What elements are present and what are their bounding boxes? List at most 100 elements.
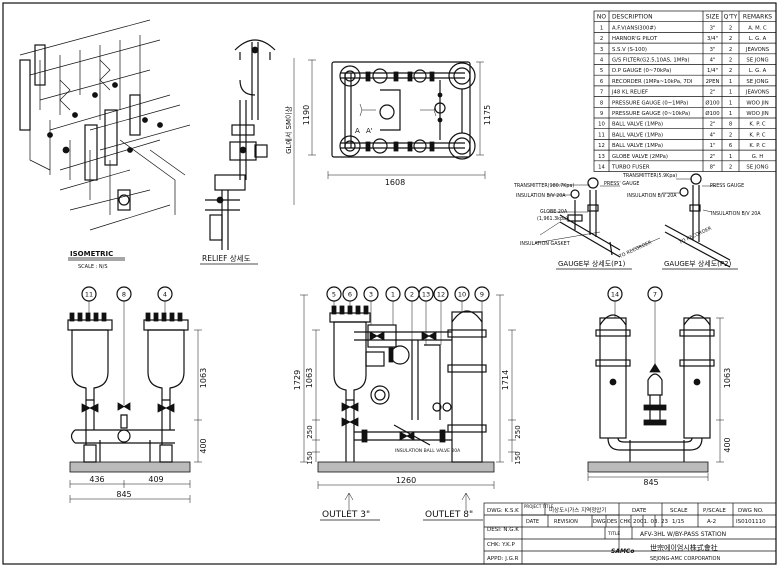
section-a-left: A	[355, 127, 360, 135]
balloon-label: 1	[391, 290, 395, 298]
bom-cell: 2"	[710, 154, 716, 160]
balloon-label: 9	[480, 290, 484, 298]
plan-width-dim: 1608	[385, 178, 405, 187]
balloon-label: 12	[437, 290, 445, 298]
pscale-header: P/SCALE	[703, 508, 726, 514]
bom-cell: J48 KL RELIEF	[611, 90, 648, 96]
bom-cell: 2PEN	[706, 79, 720, 85]
balloon-label: 7	[653, 290, 657, 298]
balloon-label: 6	[348, 290, 352, 298]
pscale-value: A-2	[707, 519, 716, 525]
left-dim-w2: 409	[148, 475, 163, 484]
chk-by: CHK: Y.K.P	[487, 542, 516, 548]
press-gauge-p1: PRESS' GAUGE	[604, 181, 639, 187]
center-dim-h2: 250	[306, 425, 314, 438]
gauge-p2-title: GAUGE부 상세도(P2)	[664, 259, 732, 268]
bom-cell: WOO JIN	[746, 111, 768, 117]
bom-cell: 8"	[710, 165, 716, 171]
title-block: DWG: K.S.K DESI: N.G.K CHK: Y.K.P APPD: …	[483, 502, 777, 565]
left-elevation-view: 436 409 845 1063 400	[67, 300, 208, 503]
section-a-right: A'	[366, 127, 373, 135]
transmitter-p1: TRANSMITTER(980.7Kpa)	[513, 183, 574, 189]
left-dim-h2: 400	[199, 438, 208, 453]
bom-cell: 8	[729, 122, 733, 128]
gauge-p1-title: GAUGE부 상세도(P1)	[558, 259, 626, 268]
bom-cell: BALL VALVE (1MPa)	[612, 122, 663, 128]
bom-header-cell: NO	[597, 14, 606, 21]
rev-date-header: DATE	[526, 519, 539, 525]
relief-detail-view: RELIEF 상세도	[200, 39, 276, 265]
bom-cell: 4"	[710, 132, 716, 138]
plan-view: 1608 1190 1175 GL에서 SM이상 A A'	[284, 58, 492, 205]
bom-cell: PRESSURE GAUGE (0~10kPa)	[612, 111, 690, 117]
company-name: 世宗에이엄시株式會社	[650, 543, 718, 552]
bom-cell: 10	[598, 122, 605, 128]
scale-header: SCALE	[670, 508, 688, 514]
insulation-gasket: INSULATION GASKET	[520, 241, 570, 247]
dwgno-header: DWG NO.	[738, 508, 764, 514]
bom-cell: 2	[729, 25, 732, 31]
company-logo: SAMCo	[611, 548, 634, 555]
balloon-circle	[433, 286, 449, 302]
balloon-circle	[385, 286, 401, 302]
bom-cell: 2"	[710, 122, 716, 128]
bom-cell: 3	[600, 47, 603, 53]
balloon-label: 14	[611, 290, 619, 298]
center-elevation-view: 1260 1729 1063 250 150 1714 250 150 INSU…	[293, 294, 522, 521]
bom-cell: S.S.V (S-100)	[612, 47, 647, 53]
bom-cell: 4"	[710, 58, 716, 64]
bom-header-cell: SIZE	[706, 14, 720, 21]
center-dim-h-right: 1714	[501, 370, 510, 390]
project-title: 미상도시가스 지역정압기	[549, 506, 606, 514]
left-dim-h1: 1063	[199, 368, 208, 388]
bom-cell: 2	[729, 68, 732, 74]
balloon-circle	[607, 286, 623, 302]
bom-cell: 3"	[710, 47, 716, 53]
isometric-view: ISOMETRIC SCALE : N/S	[19, 19, 191, 270]
isometric-scale: SCALE : N/S	[78, 264, 108, 270]
bom-cell: 9	[600, 111, 603, 117]
balloon-label: 3	[369, 290, 373, 298]
bom-cell: BALL VALVE (1MPa)	[612, 132, 663, 138]
bom-cell: 1	[729, 111, 732, 117]
balloon-label: 2	[410, 290, 414, 298]
bom-cell: TURBO FUSER	[611, 165, 650, 171]
balloon-circle	[116, 286, 132, 302]
balloon-circle	[342, 286, 358, 302]
bom-cell: Ø100	[705, 110, 720, 117]
space-label: GL에서 SM이상	[284, 106, 293, 154]
bom-cell: 2	[729, 36, 732, 42]
outlet-right-label: OUTLET 8"	[425, 510, 473, 520]
bom-header-cell: REMARKS	[743, 14, 772, 21]
bom-cell: 8	[600, 100, 604, 106]
balloon-circle	[454, 286, 470, 302]
bom-cell: Ø100	[705, 99, 720, 106]
bom-cell: 7	[600, 90, 603, 96]
bom-cell: JEAVONS	[745, 47, 770, 53]
drawing-title: AFV-3HL W/BY-PASS STATION	[640, 531, 726, 538]
dwgno-value: IS0101110	[736, 519, 766, 525]
relief-title: RELIEF 상세도	[202, 253, 251, 263]
bom-cell: 2	[600, 36, 603, 42]
bom-cell: 11	[598, 132, 605, 138]
bom-cell: 1	[729, 154, 732, 160]
desi-by: DESI: N.G.K	[487, 527, 519, 533]
bom-cell: 14	[598, 165, 605, 171]
balloon-circle	[363, 286, 379, 302]
bom-cell: 1/4"	[707, 68, 718, 74]
bom-cell: G/S FILTER(G2.5,10AS, 1MPa)	[612, 58, 690, 64]
left-dim-total: 845	[116, 490, 131, 499]
bom-cell: D.P GAUGE (0~70kPa)	[612, 68, 671, 74]
bom-cell: 6	[600, 79, 604, 85]
center-dim-h1: 1063	[305, 368, 314, 388]
bom-cell: 2	[729, 58, 732, 64]
bom-cell: 4	[600, 58, 604, 64]
bom-cell: BALL VALVE (1MPa)	[612, 143, 663, 149]
bom-cell: A. M. C	[748, 25, 767, 31]
to-recorder-2: TO RECORDER	[677, 225, 713, 246]
chk-col-header: CHK	[620, 519, 631, 525]
bom-cell: 2"	[710, 90, 716, 96]
gauge-detail-p1: TRANSMITTER(980.7Kpa) PRESS' GAUGE INSUL…	[513, 177, 661, 270]
